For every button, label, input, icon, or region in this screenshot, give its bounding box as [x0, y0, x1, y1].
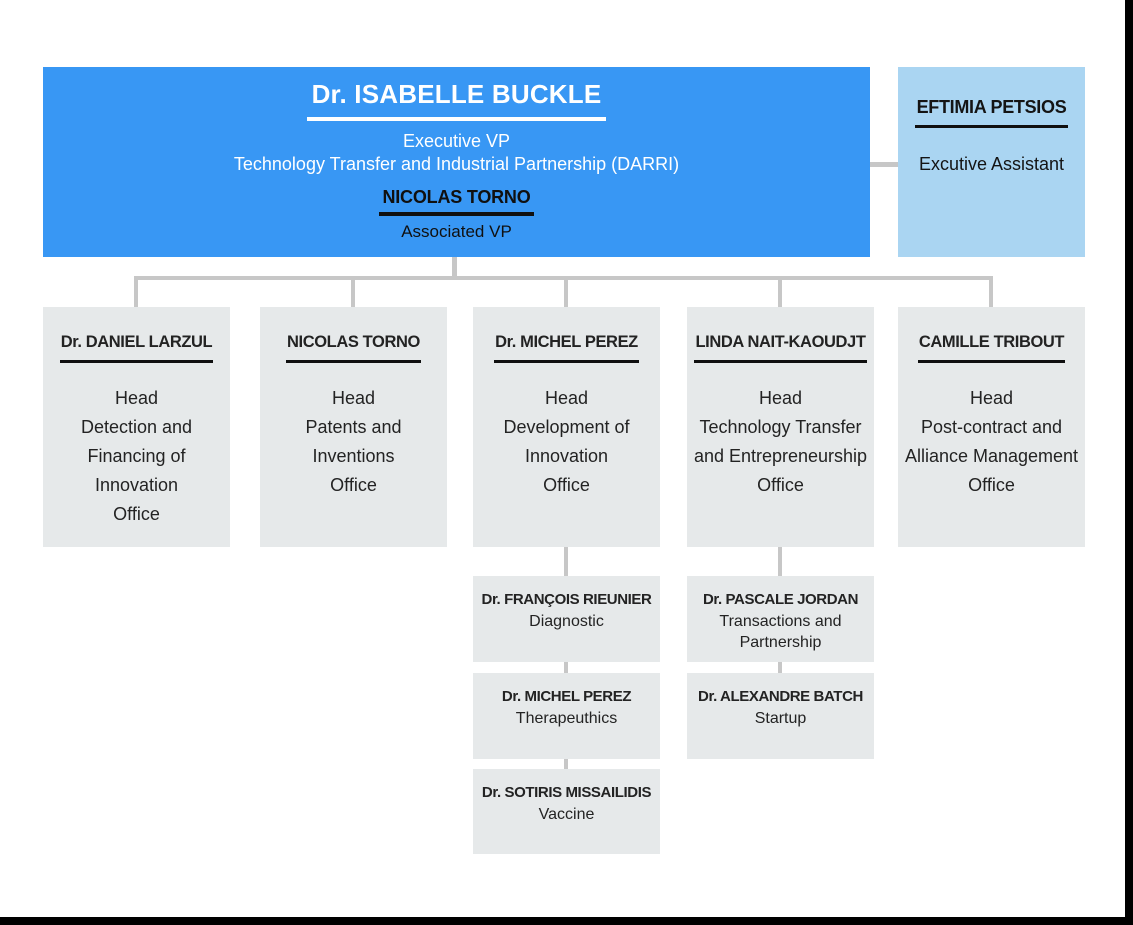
connector-innovation-0 [564, 547, 568, 577]
subunit-name: Dr. MICHEL PEREZ [501, 688, 632, 705]
connector-stub-dept-5 [989, 279, 993, 308]
dept-role: Head Development of Innovation Office [503, 387, 630, 495]
connector-stub-dept-4 [778, 279, 782, 308]
dept-head-name: LINDA NAIT-KAOUDJT [694, 333, 867, 363]
executive-vp-title-line1: Executive VP [402, 130, 511, 151]
dept-role: Head Post-contract and Alliance Manageme… [904, 387, 1079, 495]
connector-transfer-1 [778, 661, 782, 674]
connector-stub-dept-2 [351, 279, 355, 308]
executive-assistant-box: EFTIMIA PETSIOS Excutive Assistant [898, 67, 1085, 257]
subunit-box-startup: Dr. ALEXANDRE BATCH Startup [687, 673, 874, 759]
subunit-name: Dr. FRANÇOIS RIEUNIER [481, 591, 652, 608]
subunit-box-diagnostic: Dr. FRANÇOIS RIEUNIER Diagnostic [473, 576, 660, 662]
connector-stub-dept-3 [564, 279, 568, 308]
executive-vp-title-line2: Technology Transfer and Industrial Partn… [233, 153, 680, 174]
connector-transfer-0 [778, 547, 782, 577]
executive-vp-name: Dr. ISABELLE BUCKLE [306, 79, 607, 121]
subunit-role: Therapeuthics [515, 710, 618, 727]
associated-vp-name: NICOLAS TORNO [379, 187, 534, 217]
subunit-role: Diagnostic [529, 613, 604, 630]
connector-exec-down [452, 255, 457, 278]
subunit-name: Dr. SOTIRIS MISSAILIDIS [481, 784, 652, 801]
subunit-box-transactions-partnership: Dr. PASCALE JORDAN Transactions and Part… [687, 576, 874, 662]
dept-box-detection-financing: Dr. DANIEL LARZUL Head Detection and Fin… [43, 307, 230, 547]
dept-head-name: Dr. MICHEL PEREZ [494, 333, 639, 363]
connector-innovation-1 [564, 661, 568, 674]
connector-exec-to-assistant [868, 162, 899, 167]
right-border-bar [1125, 0, 1133, 925]
dept-head-name: NICOLAS TORNO [286, 333, 421, 363]
subunit-box-vaccine: Dr. SOTIRIS MISSAILIDIS Vaccine [473, 769, 660, 854]
dept-head-name: Dr. DANIEL LARZUL [59, 333, 214, 363]
connector-innovation-2 [564, 757, 568, 770]
executive-vp-box: Dr. ISABELLE BUCKLE Executive VP Technol… [43, 67, 870, 257]
subunit-role: Transactions and Partnership [719, 613, 842, 651]
associated-vp-title: Associated VP [401, 222, 512, 242]
subunit-box-therapeutics: Dr. MICHEL PEREZ Therapeuthics [473, 673, 660, 759]
dept-role: Head Technology Transfer and Entrepreneu… [693, 387, 868, 495]
bottom-border-bar [0, 917, 1133, 925]
subunit-role: Startup [754, 710, 807, 727]
dept-role: Head Detection and Financing of Innovati… [80, 387, 193, 524]
executive-assistant-name: EFTIMIA PETSIOS [914, 97, 1069, 128]
dept-box-technology-transfer: LINDA NAIT-KAOUDJT Head Technology Trans… [687, 307, 874, 547]
connector-horizontal-rail [134, 276, 993, 280]
executive-assistant-title: Excutive Assistant [918, 153, 1065, 174]
dept-box-development-innovation: Dr. MICHEL PEREZ Head Development of Inn… [473, 307, 660, 547]
dept-box-post-contract: CAMILLE TRIBOUT Head Post-contract and A… [898, 307, 1085, 547]
dept-head-name: CAMILLE TRIBOUT [917, 333, 1066, 363]
subunit-role: Vaccine [538, 806, 595, 823]
dept-box-patents-inventions: NICOLAS TORNO Head Patents and Invention… [260, 307, 447, 547]
subunit-name: Dr. PASCALE JORDAN [702, 591, 859, 608]
dept-role: Head Patents and Inventions Office [305, 387, 402, 495]
connector-stub-dept-1 [134, 279, 138, 308]
subunit-name: Dr. ALEXANDRE BATCH [698, 688, 863, 705]
